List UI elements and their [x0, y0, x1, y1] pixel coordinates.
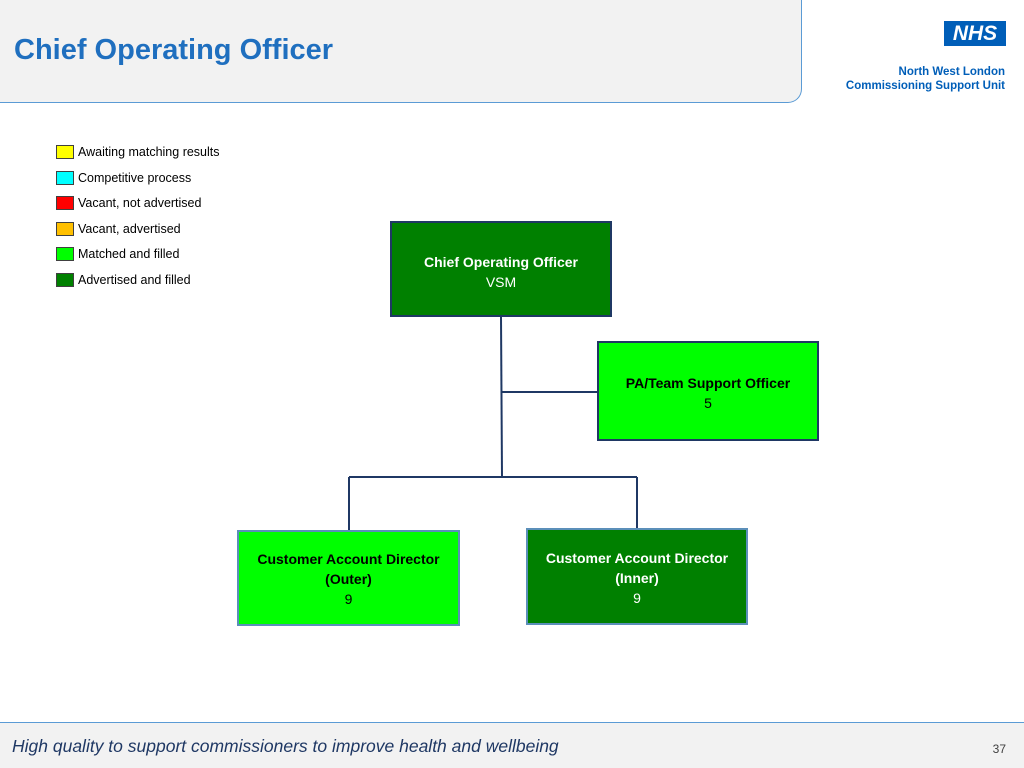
role-grade: 9 [344, 591, 353, 607]
footer-band [0, 723, 1024, 768]
org-name-line-2: Commissioning Support Unit [845, 80, 1005, 92]
role-grade: VSM [485, 274, 517, 290]
role-grade: 5 [704, 395, 712, 411]
legend-item-advertised-filled: Advertised and filled [56, 272, 191, 288]
legend-swatch [56, 272, 74, 287]
role-title: PA/Team Support Officer [625, 375, 791, 391]
legend-label: Vacant, not advertised [78, 196, 202, 210]
legend-item-matched-filled: Matched and filled [56, 246, 179, 262]
footer-tagline: High quality to support commissioners to… [12, 736, 559, 756]
legend-label: Advertised and filled [78, 272, 191, 287]
nhs-logo: NHS [944, 21, 1006, 46]
legend-item-vacant-not-advertised: Vacant, not advertised [56, 195, 201, 211]
legend-swatch [56, 247, 74, 261]
footer-divider [0, 722, 1024, 724]
page-title: Chief Operating Officer [14, 34, 334, 66]
legend-label: Competitive process [78, 170, 192, 185]
role-title: Chief Operating Officer [423, 254, 579, 270]
legend-label: Vacant, advertised [78, 221, 181, 236]
legend-swatch [56, 170, 74, 185]
page-number: 37 [992, 742, 1006, 756]
role-subtitle: (Inner) [615, 570, 659, 586]
role-title: Customer Account Director [257, 551, 440, 567]
legend-label: Matched and filled [78, 247, 180, 261]
org-name-line-1: North West London [898, 66, 1005, 78]
role-subtitle: (Outer) [325, 571, 372, 587]
legend-item-vacant-advertised: Vacant, advertised [56, 221, 181, 237]
org-box-customer-account-director-outer: Customer Account Director (Outer) 9 [237, 530, 460, 626]
legend-swatch [56, 145, 74, 159]
org-box-pa-team-support-officer: PA/Team Support Officer 5 [597, 341, 819, 441]
org-box-customer-account-director-inner: Customer Account Director (Inner) 9 [526, 528, 748, 625]
role-grade: 9 [633, 590, 641, 606]
legend-swatch [56, 221, 74, 236]
org-box-chief-operating-officer: Chief Operating Officer VSM [390, 221, 612, 317]
role-title: Customer Account Director [545, 550, 729, 566]
legend-swatch [56, 196, 74, 210]
connector-coo-trunk [500, 316, 503, 478]
title-band [0, 0, 802, 103]
legend-item-competitive: Competitive process [56, 170, 191, 186]
legend-item-awaiting: Awaiting matching results [56, 144, 220, 160]
legend-label: Awaiting matching results [78, 145, 220, 159]
